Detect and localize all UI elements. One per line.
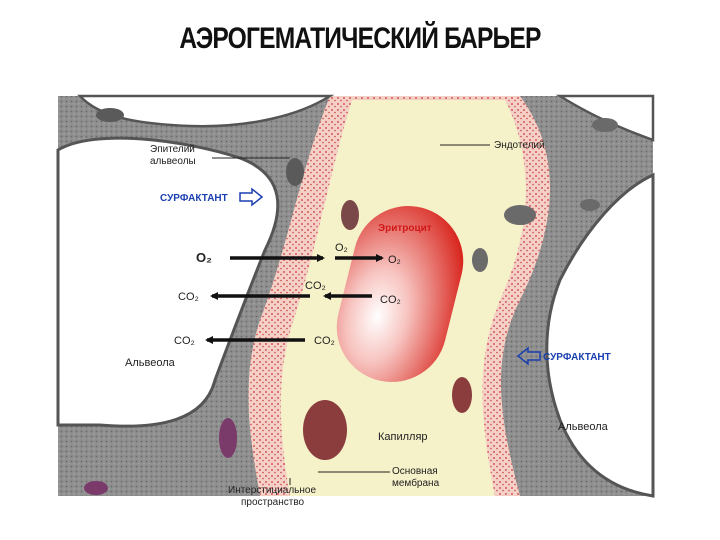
gas-co2-mid1: CO₂ (305, 280, 326, 292)
nucleus (96, 108, 124, 122)
gas-o2-right: O₂ (388, 254, 401, 266)
nucleus (219, 418, 237, 458)
nucleus (452, 377, 472, 413)
label-epithelium-2: альвеолы (150, 156, 196, 167)
label-capillary: Капилляр (378, 431, 428, 443)
nucleus (84, 481, 108, 495)
label-surfactant-left: СУРФАКТАНТ (160, 193, 228, 204)
nucleus (286, 158, 304, 186)
nucleus (341, 200, 359, 230)
label-endothelium: Эндотелий (494, 140, 545, 151)
label-surfactant-right: СУРФАКТАНТ (543, 352, 611, 363)
nucleus (592, 118, 618, 132)
label-basal-1: Основная (392, 466, 438, 477)
gas-co2-2: CO₂ (174, 335, 195, 347)
gas-co2-1: CO₂ (178, 291, 199, 303)
nucleus (580, 199, 600, 211)
nucleus (472, 248, 488, 272)
nucleus (303, 400, 347, 460)
gas-o2-left: O₂ (196, 250, 212, 265)
gas-co2-right: CO₂ (380, 294, 401, 306)
label-interstitial-2: пространство (241, 497, 305, 508)
gas-co2-mid2: CO₂ (314, 335, 335, 347)
label-erythrocyte: Эритроцит (378, 223, 432, 234)
label-basal-2: мембрана (392, 477, 440, 489)
nucleus (504, 205, 536, 225)
label-alveola-left: Альвеола (125, 357, 176, 369)
label-alveola-right: Альвеола (558, 421, 609, 433)
gas-o2-mid: O₂ (335, 242, 348, 254)
label-interstitial-1: Интерстициальное (228, 485, 316, 496)
label-epithelium-1: Эпителий (150, 144, 195, 155)
